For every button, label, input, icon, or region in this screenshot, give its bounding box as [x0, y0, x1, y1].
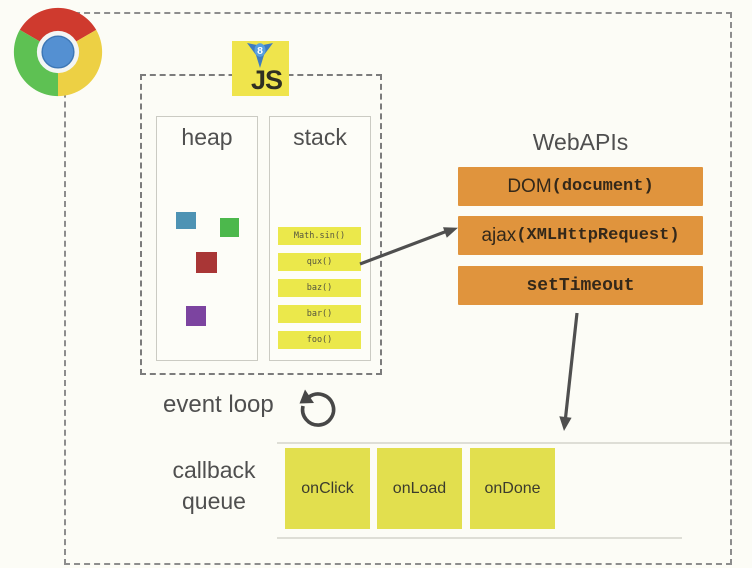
event-loop-label: event loop: [163, 391, 274, 418]
stack-frame: bar(): [278, 305, 361, 323]
stack-title: stack: [293, 124, 347, 150]
stack-frame: qux(): [278, 253, 361, 271]
heap-block-red: [196, 252, 217, 273]
webapi-dom-label: DOM: [507, 175, 552, 197]
queue-track-top: [277, 442, 730, 444]
v8-icon: 8: [247, 43, 273, 68]
stack-frame: foo(): [278, 331, 361, 349]
event-loop-icon: [299, 389, 336, 427]
queue-item-onload: onLoad: [377, 448, 462, 529]
webapi-ajax: ajax (XMLHttpRequest): [458, 216, 703, 255]
js-logo: 8 JS: [232, 41, 289, 96]
webapi-ajax-label: ajax: [481, 224, 517, 246]
stack-frame: baz(): [278, 279, 361, 297]
callback-queue-label: callback queue: [153, 455, 275, 517]
svg-text:8: 8: [257, 45, 263, 57]
queue-item-ondone: onDone: [470, 448, 555, 529]
queue-item-onclick: onClick: [285, 448, 370, 529]
heap-block-green: [220, 218, 239, 237]
heap-box: heap: [156, 116, 258, 361]
stack-box: stack Math.sin() qux() baz() bar() foo(): [269, 116, 371, 361]
callback-queue-label-line1: callback: [172, 457, 256, 483]
heap-block-blue: [176, 212, 196, 229]
webapi-settimeout: setTimeout: [458, 266, 703, 305]
heap-title: heap: [181, 124, 233, 150]
queue-track-bottom: [277, 537, 682, 539]
stack-frame: Math.sin(): [278, 227, 361, 245]
webapis-title: WebAPIs: [532, 129, 629, 155]
js-logo-text: JS: [250, 65, 283, 95]
webapi-settimeout-label: setTimeout: [526, 275, 635, 296]
browser-boundary: [64, 12, 732, 565]
webapi-dom: DOM (document): [458, 167, 703, 206]
chrome-logo-icon: [13, 7, 103, 97]
heap-block-purple: [186, 306, 206, 326]
callback-queue-label-line2: queue: [182, 488, 246, 514]
